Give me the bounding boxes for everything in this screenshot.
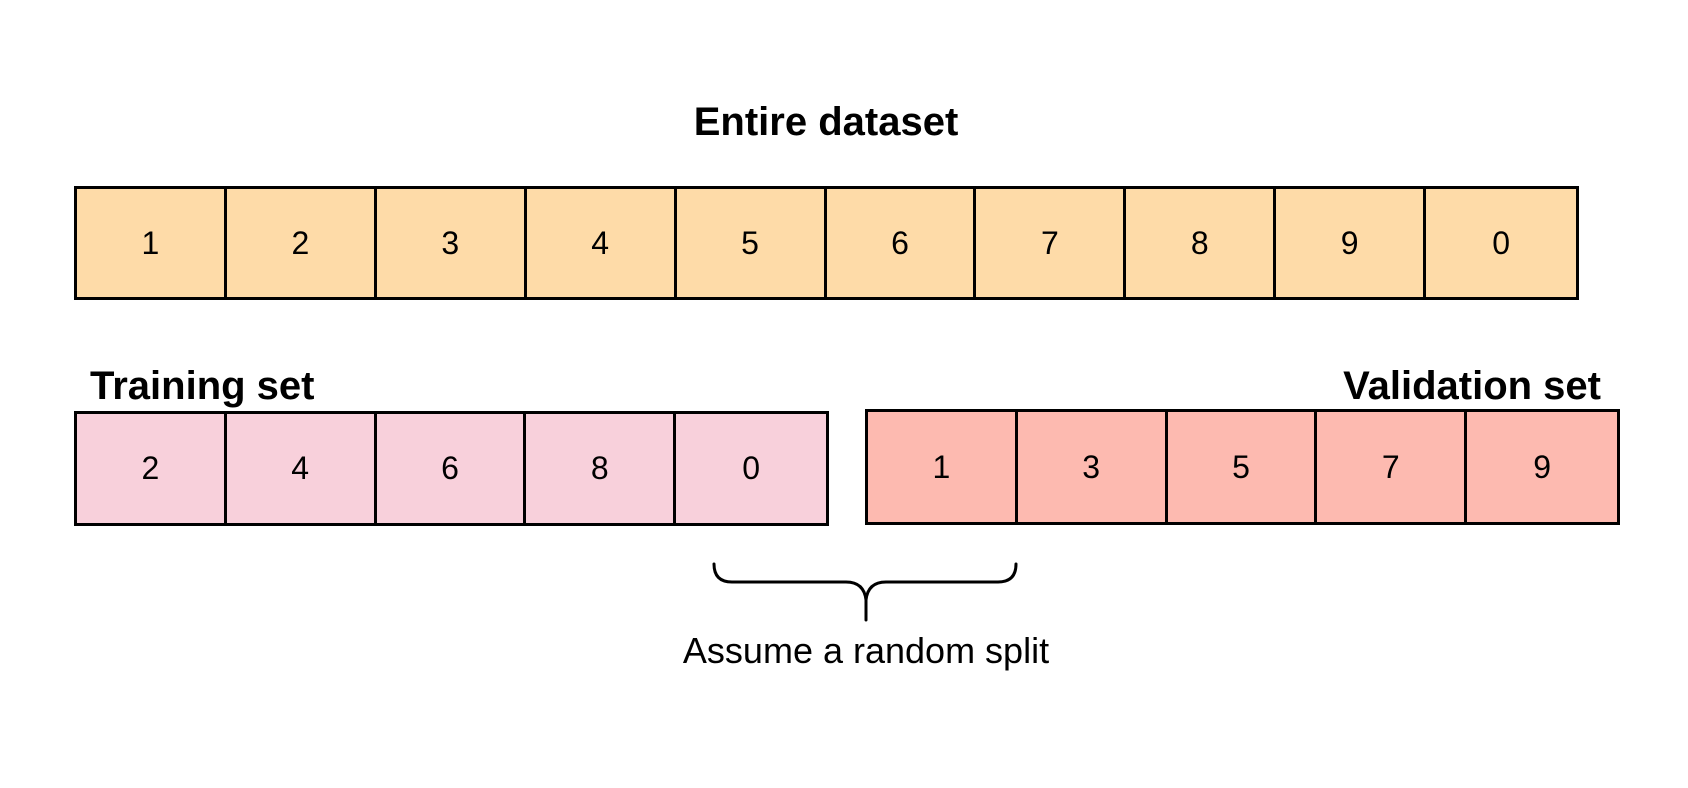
entire-dataset-row: 1 2 3 4 5 6 7 8 9 0 — [74, 186, 1579, 300]
training-cell: 2 — [77, 414, 227, 523]
validation-cell: 3 — [1017, 412, 1168, 522]
training-cell: 8 — [526, 414, 677, 523]
entire-dataset-title: Entire dataset — [693, 100, 959, 144]
entire-cell: 3 — [376, 189, 527, 297]
entire-cell: 6 — [826, 189, 977, 297]
validation-cell: 9 — [1467, 412, 1617, 522]
random-split-note: Assume a random split — [682, 630, 1050, 671]
entire-cell: 4 — [526, 189, 677, 297]
entire-cell: 1 — [77, 189, 227, 297]
training-cell: 6 — [376, 414, 527, 523]
entire-cell: 9 — [1276, 189, 1427, 297]
validation-cell: 7 — [1317, 412, 1468, 522]
validation-set-row: 1 3 5 7 9 — [865, 409, 1620, 525]
entire-cell: 2 — [226, 189, 377, 297]
entire-cell: 5 — [676, 189, 827, 297]
entire-cell: 7 — [976, 189, 1127, 297]
training-cell: 0 — [676, 414, 826, 523]
training-cell: 4 — [226, 414, 377, 523]
entire-cell: 8 — [1126, 189, 1277, 297]
validation-set-label: Validation set — [1343, 364, 1601, 408]
validation-cell: 1 — [868, 412, 1018, 522]
validation-cell: 5 — [1167, 412, 1318, 522]
training-set-row: 2 4 6 8 0 — [74, 411, 829, 526]
training-set-label: Training set — [90, 364, 315, 408]
entire-cell: 0 — [1426, 189, 1577, 297]
